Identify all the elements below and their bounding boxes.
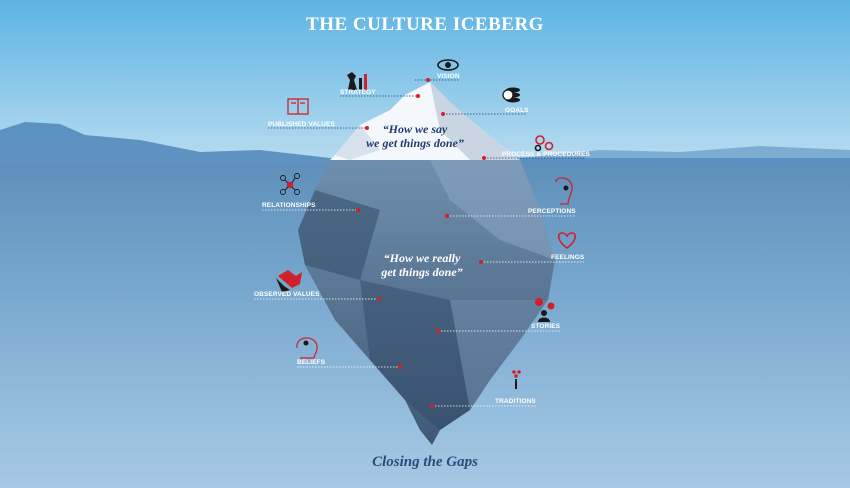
label-published-values: PUBLISHED VALUES bbox=[268, 121, 335, 128]
head-beliefs-icon bbox=[296, 337, 318, 359]
label-traditions: TRADITIONS bbox=[495, 398, 536, 405]
handshake-observed-values-icon bbox=[276, 270, 302, 292]
quote-above-water: “How we say we get things done” bbox=[366, 122, 464, 150]
label-process-procedures: PROCESS & PROCEDURES bbox=[502, 151, 590, 158]
iceberg-tip-shade-2 bbox=[335, 125, 380, 160]
head-perceptions-icon bbox=[555, 177, 573, 205]
label-vision: VISION bbox=[437, 73, 460, 80]
heart-feelings-icon bbox=[557, 232, 577, 249]
torch-traditions-icon bbox=[512, 370, 521, 389]
label-beliefs: BELIEFS bbox=[297, 359, 326, 366]
leader-lines bbox=[268, 79, 586, 159]
quote-below-water: “How we really get things done” bbox=[381, 251, 463, 279]
network-relationships-icon bbox=[280, 173, 300, 195]
gears-process-icon bbox=[534, 135, 554, 152]
label-goals: GOALS bbox=[505, 107, 529, 114]
label-perceptions: PERCEPTIONS bbox=[528, 208, 576, 215]
iceberg-facet-2 bbox=[298, 190, 380, 280]
iceberg-facet-4 bbox=[450, 300, 548, 410]
leader-lines-under bbox=[254, 209, 584, 407]
people-stories-icon bbox=[535, 298, 555, 322]
footer-caption: Closing the Gaps bbox=[372, 454, 478, 470]
iceberg-tip-shade bbox=[430, 82, 520, 160]
book-published-values-icon bbox=[287, 98, 309, 115]
label-relationships: RELATIONSHIPS bbox=[262, 202, 316, 209]
label-observed-values: OBSERVED VALUES bbox=[254, 291, 320, 298]
page-title: THE CULTURE ICEBERG bbox=[306, 14, 544, 35]
distant-ridge bbox=[520, 146, 850, 165]
label-stories: STORIES bbox=[531, 323, 561, 330]
iceberg-facet-3 bbox=[360, 280, 470, 430]
iceberg-facet-1 bbox=[430, 160, 555, 260]
coins-goals-icon bbox=[502, 87, 520, 103]
distant-mountains bbox=[0, 122, 850, 165]
chess-strategy-icon bbox=[347, 72, 367, 90]
marker-dots bbox=[356, 78, 486, 408]
label-feelings: FEELINGS bbox=[551, 254, 585, 261]
eye-icon bbox=[437, 59, 459, 71]
label-strategy: STRATEGY bbox=[340, 89, 376, 96]
